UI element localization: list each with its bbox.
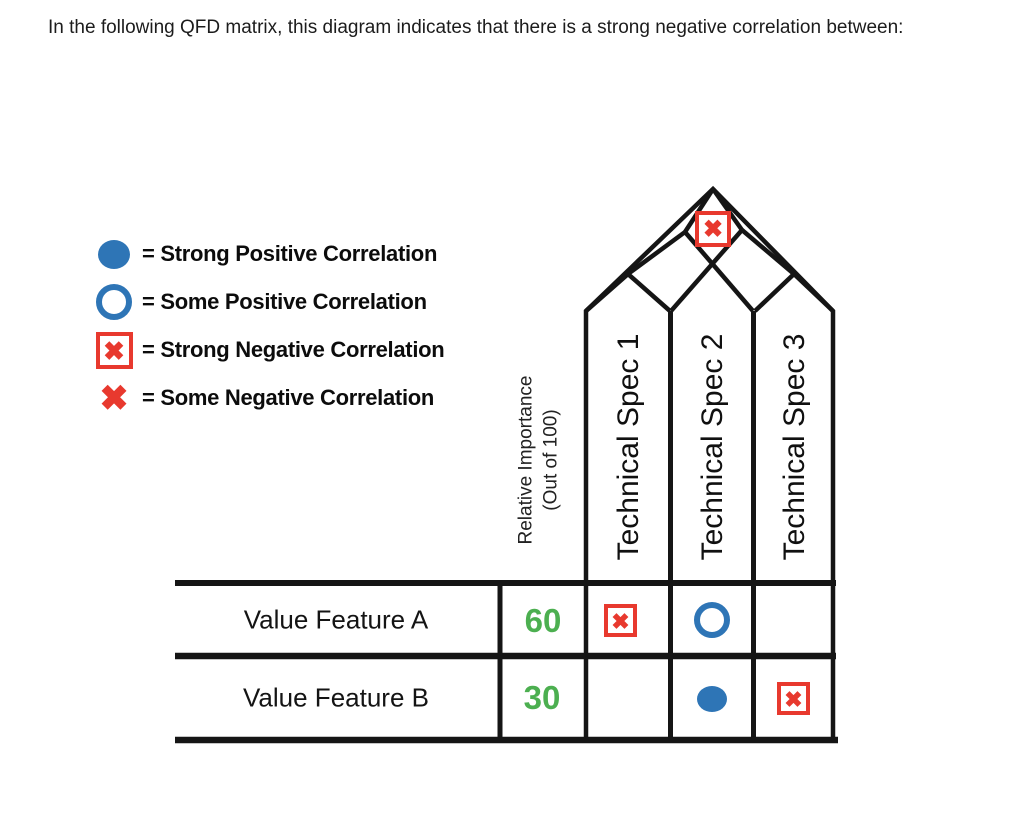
importance-header: Relative Importance (Out of 100) — [515, 375, 561, 545]
column-header-tech-spec-1: Technical Spec 1 — [612, 333, 645, 561]
cell-feature-b-spec2-icon — [697, 686, 727, 712]
legend-label: = Some Positive Correlation — [142, 289, 427, 314]
row-label-value-feature-a: Value Feature A — [243, 604, 429, 635]
legend-item: = Some Negative Correlation — [86, 374, 444, 422]
cell-feature-a-spec2-icon — [694, 602, 730, 638]
row-label-value-feature-b: Value Feature B — [243, 682, 429, 713]
question-text: In the following QFD matrix, this diagra… — [48, 17, 904, 38]
importance-value-feature-a: 60 — [524, 602, 562, 639]
legend-item: = Strong Negative Correlation — [86, 326, 445, 374]
column-header-tech-spec-2: Technical Spec 2 — [696, 333, 729, 561]
some-positive-correlation-icon — [96, 284, 132, 320]
strong-positive-correlation-icon — [98, 240, 130, 269]
strong-negative-correlation-icon — [95, 331, 133, 369]
legend-label: = Strong Negative Correlation — [142, 337, 445, 362]
roof-correlation-spec1-spec3-icon — [695, 211, 731, 247]
legend-item: = Strong Positive Correlation — [86, 230, 444, 278]
cell-feature-b-spec3-icon — [777, 682, 810, 715]
importance-value-feature-b: 30 — [523, 679, 561, 716]
some-negative-correlation-icon — [99, 381, 128, 416]
cell-feature-a-spec1-icon — [604, 604, 637, 637]
column-header-tech-spec-3: Technical Spec 3 — [778, 333, 811, 561]
legend-label: = Strong Positive Correlation — [142, 241, 438, 266]
legend-label: = Some Negative Correlation — [142, 385, 435, 410]
legend-item: = Some Positive Correlation — [86, 278, 444, 326]
correlation-legend: = Strong Positive Correlation = Some Pos… — [86, 230, 445, 422]
